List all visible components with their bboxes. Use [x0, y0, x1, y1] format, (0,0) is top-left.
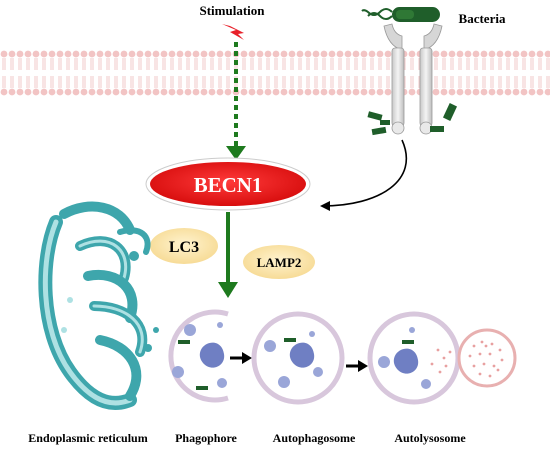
lamp2-label: LAMP2	[257, 255, 302, 270]
autolysosome-label: Autolysosome	[394, 431, 466, 445]
lysosome-icon	[457, 328, 517, 388]
stimulation-arrow	[226, 42, 246, 160]
bacterial-fragments	[367, 103, 458, 136]
er-label: Endoplasmic reticulum	[28, 431, 147, 445]
becn1-to-phagophore-arrow	[218, 212, 238, 298]
autophagosome-label: Autophagosome	[273, 431, 356, 445]
becn1-label: BECN1	[194, 173, 263, 197]
receptor-to-becn1-arrow	[320, 139, 408, 211]
becn1-node: BECN1	[145, 157, 311, 211]
lamp2-node: LAMP2	[243, 245, 315, 279]
lc3-label: LC3	[169, 239, 199, 256]
bacterium-icon	[361, 7, 440, 22]
phagophore-to-autophagosome-arrow	[230, 352, 252, 364]
phagophore-icon	[168, 309, 229, 403]
autophagosome-icon	[251, 311, 345, 405]
phagophore-label: Phagophore	[175, 431, 237, 445]
autolysosome-icon	[367, 311, 461, 405]
receptor-icon	[383, 23, 443, 135]
lightning-bolt-icon	[222, 24, 244, 40]
endoplasmic-reticulum-icon	[38, 201, 159, 410]
stimulation-label: Stimulation	[199, 3, 265, 18]
bacteria-label: Bacteria	[459, 11, 506, 26]
lc3-node: LC3	[150, 228, 218, 264]
autophagosome-to-autolysosome-arrow	[346, 360, 368, 372]
cell-membrane	[0, 50, 550, 96]
